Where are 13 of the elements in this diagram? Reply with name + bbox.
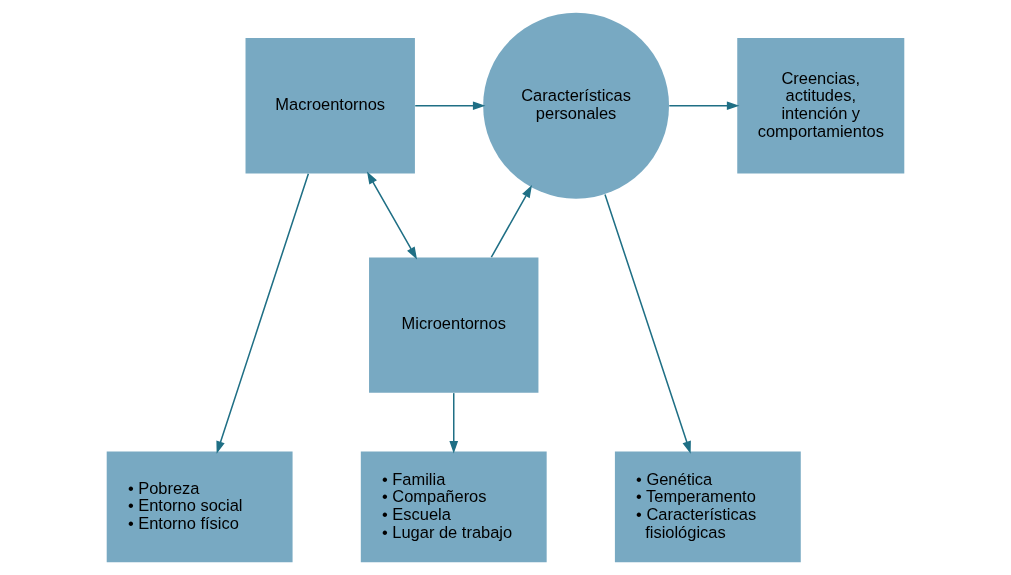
arrow bbox=[668, 101, 740, 111]
arrow bbox=[449, 392, 459, 454]
arrow bbox=[604, 193, 691, 454]
node-box: • Genética • Temperamento • Características fisiológicas bbox=[614, 451, 801, 563]
node-box: Creencias, actitudes, intención y comportamientos bbox=[737, 38, 905, 174]
arrow bbox=[490, 185, 532, 258]
node-box: • Pobreza • Entorno social • Entorno físico bbox=[106, 451, 293, 563]
node-box: Macroentornos bbox=[245, 38, 415, 174]
arrow bbox=[366, 171, 418, 260]
node-box: Microentornos bbox=[369, 257, 539, 393]
arrow bbox=[414, 101, 486, 111]
arrow bbox=[216, 172, 310, 454]
node-box: • Familia • Compañeros • Escuela • Lugar de trabajo bbox=[360, 451, 547, 563]
